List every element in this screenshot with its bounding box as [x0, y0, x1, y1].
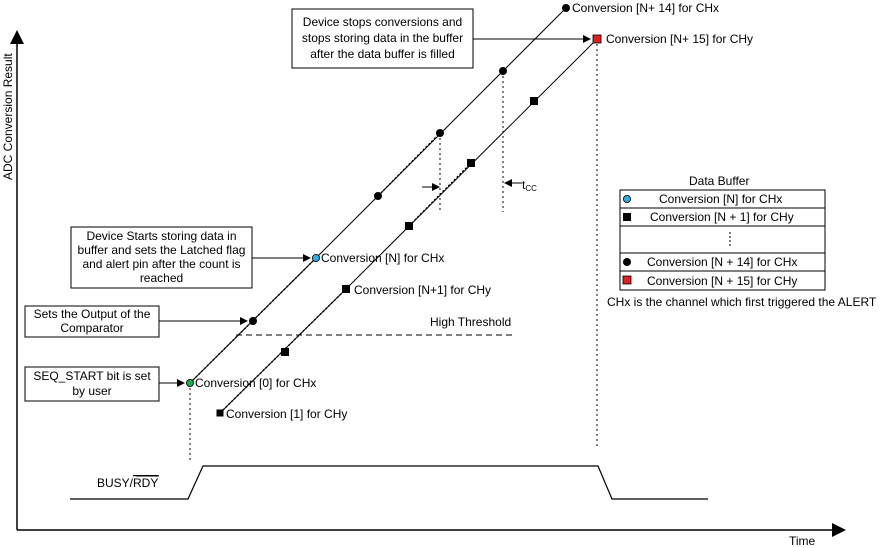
label-convN14: Conversion [N+ 14] for CHx	[572, 1, 719, 15]
busy-label: BUSY/RDY	[97, 476, 158, 490]
trajectories	[189, 7, 598, 414]
buffer-row-4-marker	[622, 275, 632, 285]
marker-chx-c	[499, 67, 507, 75]
label-convN1: Conversion [N+1] for CHy	[354, 283, 491, 297]
callout-start-box	[70, 226, 253, 289]
axes: ADC Conversion Result Time	[1, 30, 846, 548]
marker-chx-a	[374, 192, 382, 200]
callout-stop-line1: Device stops conversions and	[303, 15, 462, 29]
marker-convN14	[562, 4, 570, 12]
vertical-guides	[189, 39, 598, 460]
callout-seq: SEQ_START bit is set by user	[24, 366, 185, 402]
data-buffer-frame	[619, 189, 826, 291]
buffer-row-1-marker	[623, 213, 631, 221]
callout-start-line2: buffer and sets the Latched flag	[78, 243, 246, 257]
y-axis-label: ADC Conversion Result	[1, 53, 15, 180]
tcc-label: tCC	[522, 178, 537, 193]
callout-comparator-box	[24, 305, 160, 338]
callout-seq-line2: by user	[72, 384, 111, 398]
callout-stop-box	[291, 8, 474, 69]
label-conv0: Conversion [0] for CHx	[195, 376, 316, 390]
marker-convN1	[342, 285, 350, 293]
buffer-row-0-marker	[623, 194, 632, 203]
marker-conv1	[216, 409, 224, 417]
marker-chy-d	[530, 97, 538, 105]
label-convN: Conversion [N] for CHx	[321, 251, 444, 265]
buffer-row-3-text: Conversion [N + 14] for CHx	[647, 255, 797, 269]
buffer-note: CHx is the channel which first triggered…	[607, 295, 877, 309]
buffer-row-4-text: Conversion [N + 15] for CHy	[647, 274, 797, 288]
x-axis-arrow	[832, 523, 846, 537]
marker-conv0	[185, 378, 194, 387]
callout-seq-box	[24, 366, 160, 402]
marker-chy-b	[405, 222, 413, 230]
marker-chy-a	[281, 348, 289, 356]
chx-dotted-mid	[377, 132, 441, 197]
data-buffer-title: Data Buffer	[689, 174, 749, 188]
high-threshold-label: High Threshold	[430, 315, 511, 329]
marker-convN15	[592, 34, 602, 44]
callout-start: Device Starts storing data in buffer and…	[70, 226, 311, 289]
buffer-row-3-marker	[623, 258, 631, 266]
busy-waveform	[70, 465, 708, 500]
high-threshold: High Threshold	[236, 315, 512, 336]
callout-stop-line2: stops storing data in the buffer	[302, 31, 463, 45]
callout-start-line1: Device Starts storing data in	[86, 229, 236, 243]
callout-comparator-line2: Comparator	[60, 321, 123, 335]
marker-chy-c	[467, 159, 475, 167]
label-convN15: Conversion [N+ 15] for CHy	[606, 32, 753, 46]
buffer-row-1-text: Conversion [N + 1] for CHy	[650, 210, 794, 224]
data-buffer: Data Buffer Conversion [N] for CHx Conve…	[607, 174, 877, 309]
callout-comparator-line1: Sets the Output of the	[34, 307, 151, 321]
x-axis-label: Time	[789, 534, 816, 548]
buffer-row-0-text: Conversion [N] for CHx	[659, 192, 782, 206]
chy-markers	[216, 34, 602, 417]
callout-stop: Device stops conversions and stops stori…	[291, 8, 591, 69]
label-conv1: Conversion [1] for CHy	[226, 407, 347, 421]
marker-convN	[311, 253, 320, 262]
chx-markers	[185, 4, 570, 387]
marker-chx-b	[436, 129, 444, 137]
callout-start-line3: and alert pin after the count is	[82, 257, 240, 271]
callout-stop-line3: after the data buffer is filled	[310, 47, 455, 61]
callout-seq-line1: SEQ_START bit is set	[33, 369, 151, 383]
tcc-marker: tCC	[422, 178, 537, 193]
marker-comparator	[249, 317, 257, 325]
busy-rdy: BUSY/RDY	[70, 465, 708, 500]
callout-comparator: Sets the Output of the Comparator	[24, 305, 248, 338]
y-axis-arrow	[10, 30, 24, 44]
point-labels: Conversion [0] for CHx Conversion [1] fo…	[195, 1, 753, 421]
callout-start-line4: reached	[140, 271, 183, 285]
